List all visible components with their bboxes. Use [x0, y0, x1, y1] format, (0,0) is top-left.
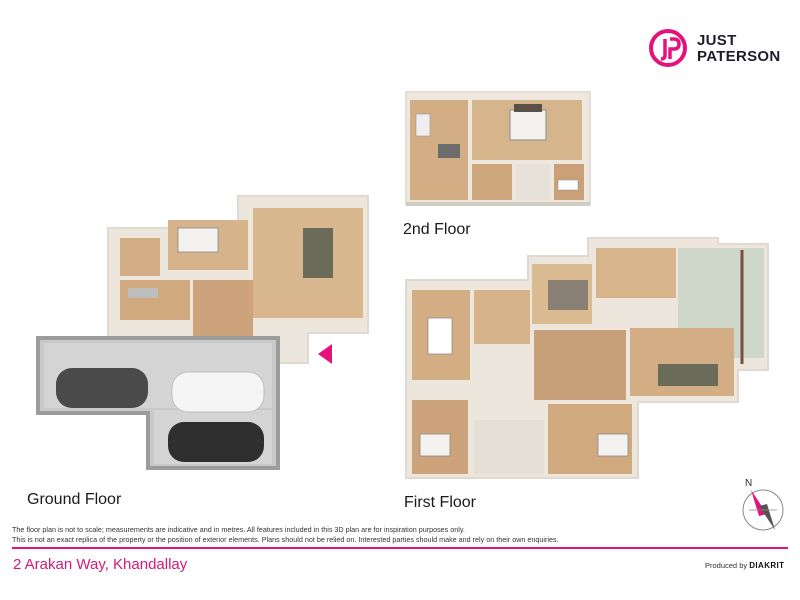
producer-credit-prefix: Produced by — [705, 561, 748, 570]
brand-name-line1: JUST — [697, 32, 737, 49]
property-address: 2 Arakan Way, Khandallay — [13, 556, 188, 573]
compass-rose-icon: N — [733, 474, 787, 534]
brand-logo — [648, 28, 788, 68]
brand-name: JUST PATERSON — [697, 33, 781, 65]
disclaimer-line-2: This is not an exact replica of the prop… — [12, 535, 559, 544]
brand-name-line2: PATERSON — [697, 48, 781, 65]
second-floor-plan — [398, 84, 598, 214]
first-floor-plan — [398, 234, 788, 486]
brand-logo-mark — [649, 29, 687, 67]
compass-north-label: N — [745, 478, 752, 489]
footer-divider — [12, 547, 788, 549]
second-floor-label: 2nd Floor — [403, 221, 471, 238]
ground-floor-plan — [28, 188, 373, 483]
ground-floor-label: Ground Floor — [27, 491, 122, 508]
entry-arrow-icon — [318, 344, 332, 364]
disclaimer: The floor plan is not to scale; measurem… — [12, 525, 732, 545]
first-floor-label: First Floor — [404, 494, 476, 511]
disclaimer-line-1: The floor plan is not to scale; measurem… — [12, 525, 465, 534]
producer-credit-brand: DIAKRIT — [749, 561, 785, 570]
producer-credit: Produced by DIAKRIT — [705, 561, 784, 570]
